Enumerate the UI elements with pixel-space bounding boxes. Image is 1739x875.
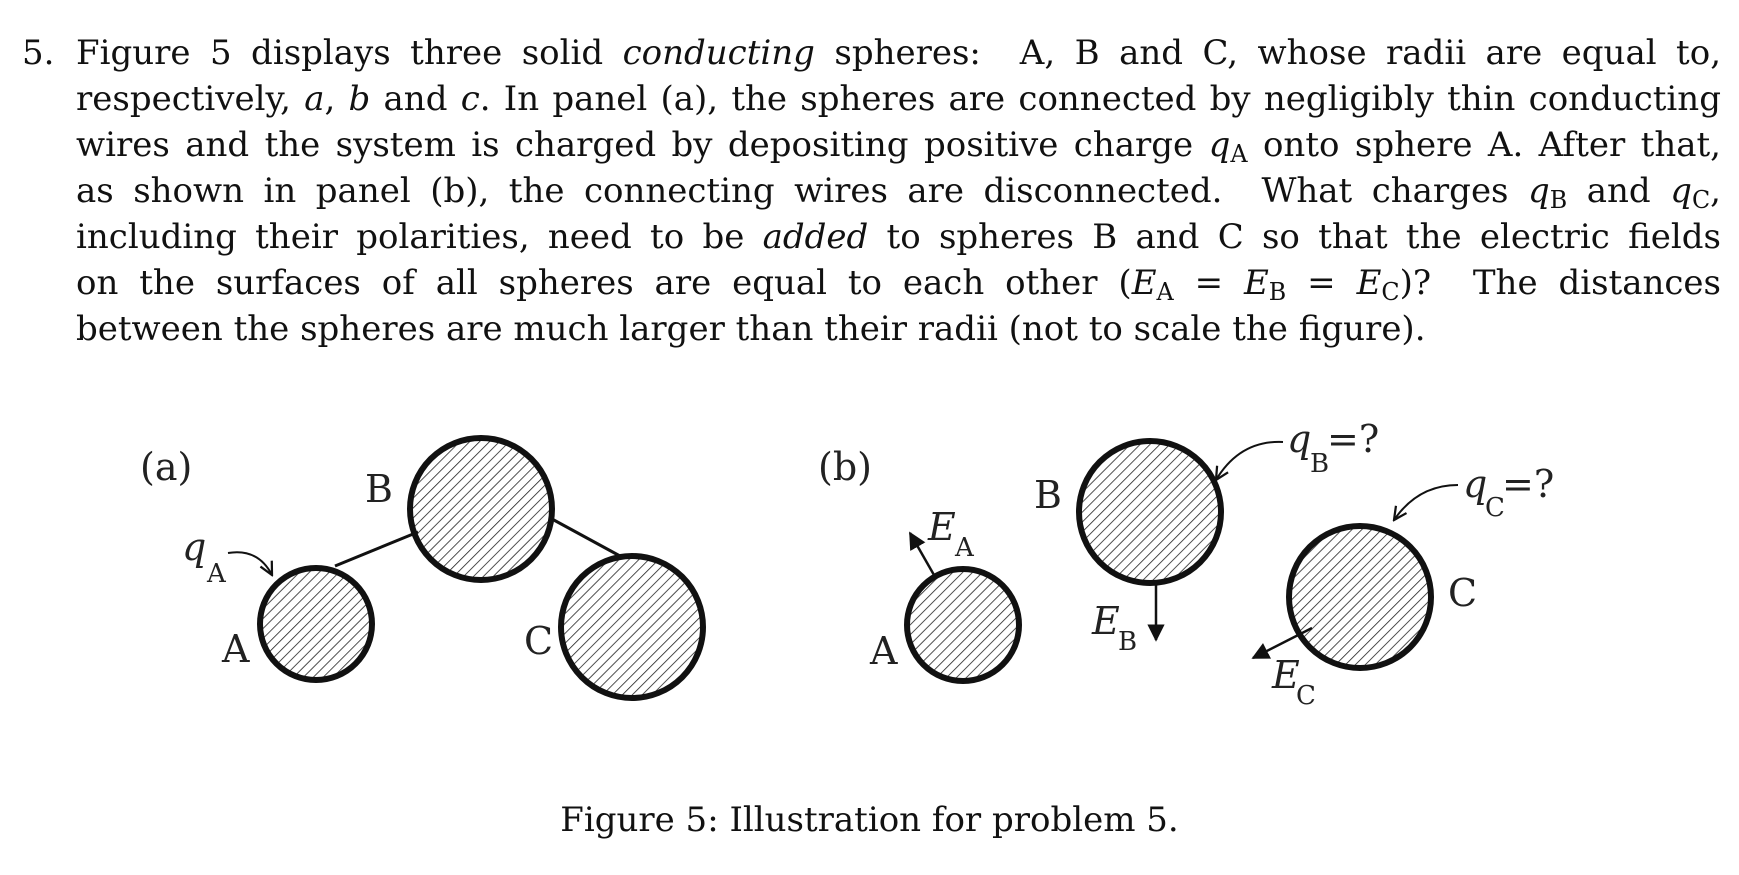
charge-qa-subscript: A — [206, 559, 227, 589]
unknown-qb-suffix: =? — [1327, 417, 1379, 461]
unknown-qb-arrow — [1216, 440, 1284, 480]
sphere-b-label: B — [1034, 473, 1062, 517]
sphere-b — [407, 435, 555, 583]
sphere-a-label: A — [221, 627, 250, 671]
text-line-1: Figure 5 displays three solid conducting… — [76, 33, 1721, 73]
wire-b-c — [551, 517, 621, 558]
panel-b: (b) E A E B E C A B C q B =? q C =? — [818, 417, 1554, 711]
unknown-qc-subscript: C — [1485, 493, 1505, 523]
unknown-qb-subscript: B — [1310, 449, 1329, 479]
sphere-b — [1076, 438, 1224, 586]
sphere-a-label: A — [869, 629, 898, 673]
problem-number: 5. — [22, 33, 55, 73]
text-line-4: as shown in panel (b), the connecting wi… — [76, 171, 1721, 214]
wire-a-b — [334, 530, 419, 568]
field-ea-symbol: E — [927, 505, 956, 549]
field-eb-subscript: B — [1118, 627, 1137, 657]
unknown-qc-symbol: q — [1463, 462, 1487, 506]
unknown-qb-symbol: q — [1287, 417, 1311, 461]
unknown-qc-arrow — [1394, 484, 1459, 520]
problem-text: Figure 5 displays three solid conducting… — [76, 30, 1721, 352]
panel-b-label: (b) — [818, 445, 872, 489]
unknown-qc-suffix: =? — [1502, 462, 1554, 506]
sphere-c — [1286, 523, 1434, 671]
field-eb-symbol: E — [1091, 599, 1120, 643]
field-ea-arrow — [908, 531, 936, 576]
charge-qa-symbol: q — [182, 525, 206, 569]
sphere-c-label: C — [1448, 571, 1477, 615]
figure-caption: Figure 5: Illustration for problem 5. — [560, 800, 1179, 840]
field-ec-arrow — [1251, 626, 1313, 660]
panel-a-label: (a) — [140, 445, 192, 489]
panel-a: (a) q A A B C — [140, 435, 706, 701]
sphere-a — [257, 565, 375, 683]
sphere-c-label: C — [524, 619, 553, 663]
sphere-a — [904, 566, 1022, 684]
text-line-3: wires and the system is charged by depos… — [76, 125, 1721, 168]
text-line-5: including their polarities, need to be a… — [76, 217, 1721, 257]
sphere-b-label: B — [365, 467, 393, 511]
text-line-6: on the surfaces of all spheres are equal… — [76, 263, 1721, 306]
field-ea-subscript: A — [954, 533, 975, 563]
field-ec-symbol: E — [1271, 653, 1300, 697]
sphere-c — [558, 553, 706, 701]
text-line-7: between the spheres are much larger than… — [76, 309, 1426, 349]
text-line-2: respectively, a, b and c. In panel (a), … — [76, 79, 1721, 119]
charge-qa-arrow — [227, 551, 272, 575]
field-ec-subscript: C — [1296, 681, 1316, 711]
